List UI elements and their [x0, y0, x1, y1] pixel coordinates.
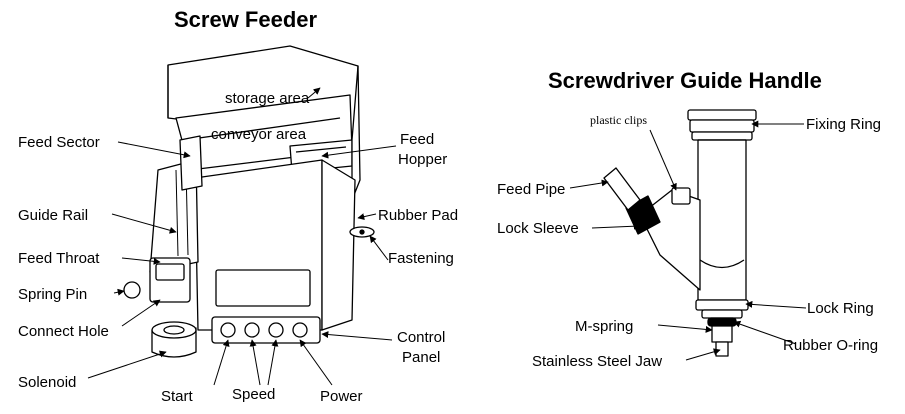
label-guide-rail: Guide Rail	[18, 207, 89, 224]
label-control-panel-line1: Control	[397, 329, 446, 346]
label-rubber-pad: Rubber Pad	[378, 207, 459, 224]
label-speed: Speed	[232, 386, 276, 403]
handle-title: Screwdriver Guide Handle	[548, 68, 822, 93]
label-lock-ring: Lock Ring	[807, 300, 874, 317]
label-feed-hopper-line2: Hopper	[398, 151, 448, 168]
label-feed-throat: Feed Throat	[18, 250, 100, 267]
feeder-title: Screw Feeder	[174, 7, 318, 32]
label-storage-area: storage area	[225, 90, 310, 107]
label-fastening: Fastening	[388, 250, 454, 267]
label-stainless-steel-jaw: Stainless Steel Jaw	[532, 353, 663, 370]
label-start: Start	[161, 388, 193, 405]
feeder-leader-lines	[87, 87, 397, 386]
screw-feeder-illustration	[123, 45, 375, 358]
label-spring-pin: Spring Pin	[18, 286, 88, 303]
handle-leader-lines	[569, 120, 807, 361]
label-rubber-o-ring: Rubber O-ring	[783, 337, 879, 354]
label-lock-sleeve: Lock Sleeve	[497, 220, 579, 237]
label-fixing-ring: Fixing Ring	[806, 116, 882, 133]
label-control-panel-line2: Panel	[402, 349, 441, 366]
label-m-spring: M-spring	[575, 318, 634, 335]
label-conveyor-area: conveyor area	[211, 126, 307, 143]
label-feed-sector: Feed Sector	[18, 134, 100, 151]
label-power: Power	[320, 388, 363, 405]
label-feed-pipe: Feed Pipe	[497, 181, 566, 198]
label-plastic-clips: plastic clips	[590, 113, 647, 127]
label-feed-hopper-line1: Feed	[400, 131, 435, 148]
label-connect-hole: Connect Hole	[18, 323, 109, 340]
label-solenoid: Solenoid	[18, 374, 77, 391]
